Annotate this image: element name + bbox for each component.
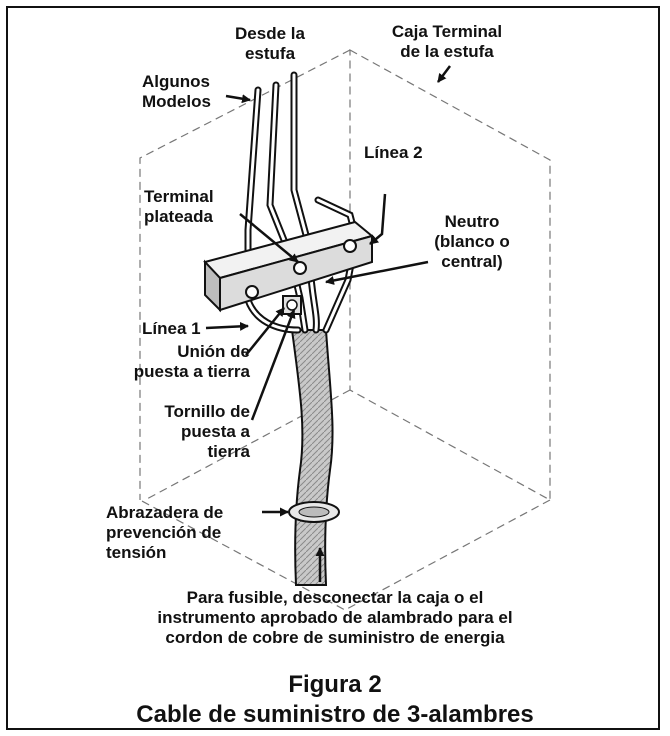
- label-algunos-modelos: Algunos Modelos: [142, 72, 211, 111]
- label-linea-2: Línea 2: [364, 143, 423, 162]
- arrow-linea-2: [369, 193, 387, 245]
- arrow-linea-1: [205, 321, 249, 331]
- figure-title: Cable de suministro de 3-alambres: [136, 701, 534, 728]
- arrow-caja-terminal: [437, 65, 451, 83]
- arrow-neutro: [325, 260, 429, 285]
- terminal-box-outline: [139, 48, 551, 611]
- leader-arrows: [205, 65, 451, 582]
- label-desde-la-estufa: Desde la estufa: [235, 24, 305, 63]
- label-terminal-plateada: Terminal plateada: [144, 187, 214, 226]
- power-cord: [290, 329, 334, 586]
- arrow-tornillo-tierra: [250, 309, 296, 421]
- label-caja-terminal: Caja Terminal de la estufa: [391, 22, 503, 61]
- instructions-text: Para fusible, desconectar la caja o el i…: [157, 588, 513, 647]
- label-union-tierra: Unión de puesta a tierra: [133, 342, 250, 381]
- ground-screw: [282, 295, 302, 315]
- arrow-terminal-plateada: [239, 213, 299, 263]
- label-abrazadera: Abrazadera de prevención de tensión: [106, 503, 224, 562]
- arrow-algunos-modelos: [225, 94, 251, 104]
- figure-frame: [6, 6, 660, 730]
- arrow-union-tierra: [245, 307, 285, 356]
- label-linea-1: Línea 1: [142, 319, 201, 338]
- label-neutro: Neutro (blanco o central): [434, 212, 510, 271]
- figure-number: Figura 2: [288, 671, 382, 698]
- label-tornillo-tierra: Tornillo de puesta a tierra: [164, 402, 250, 461]
